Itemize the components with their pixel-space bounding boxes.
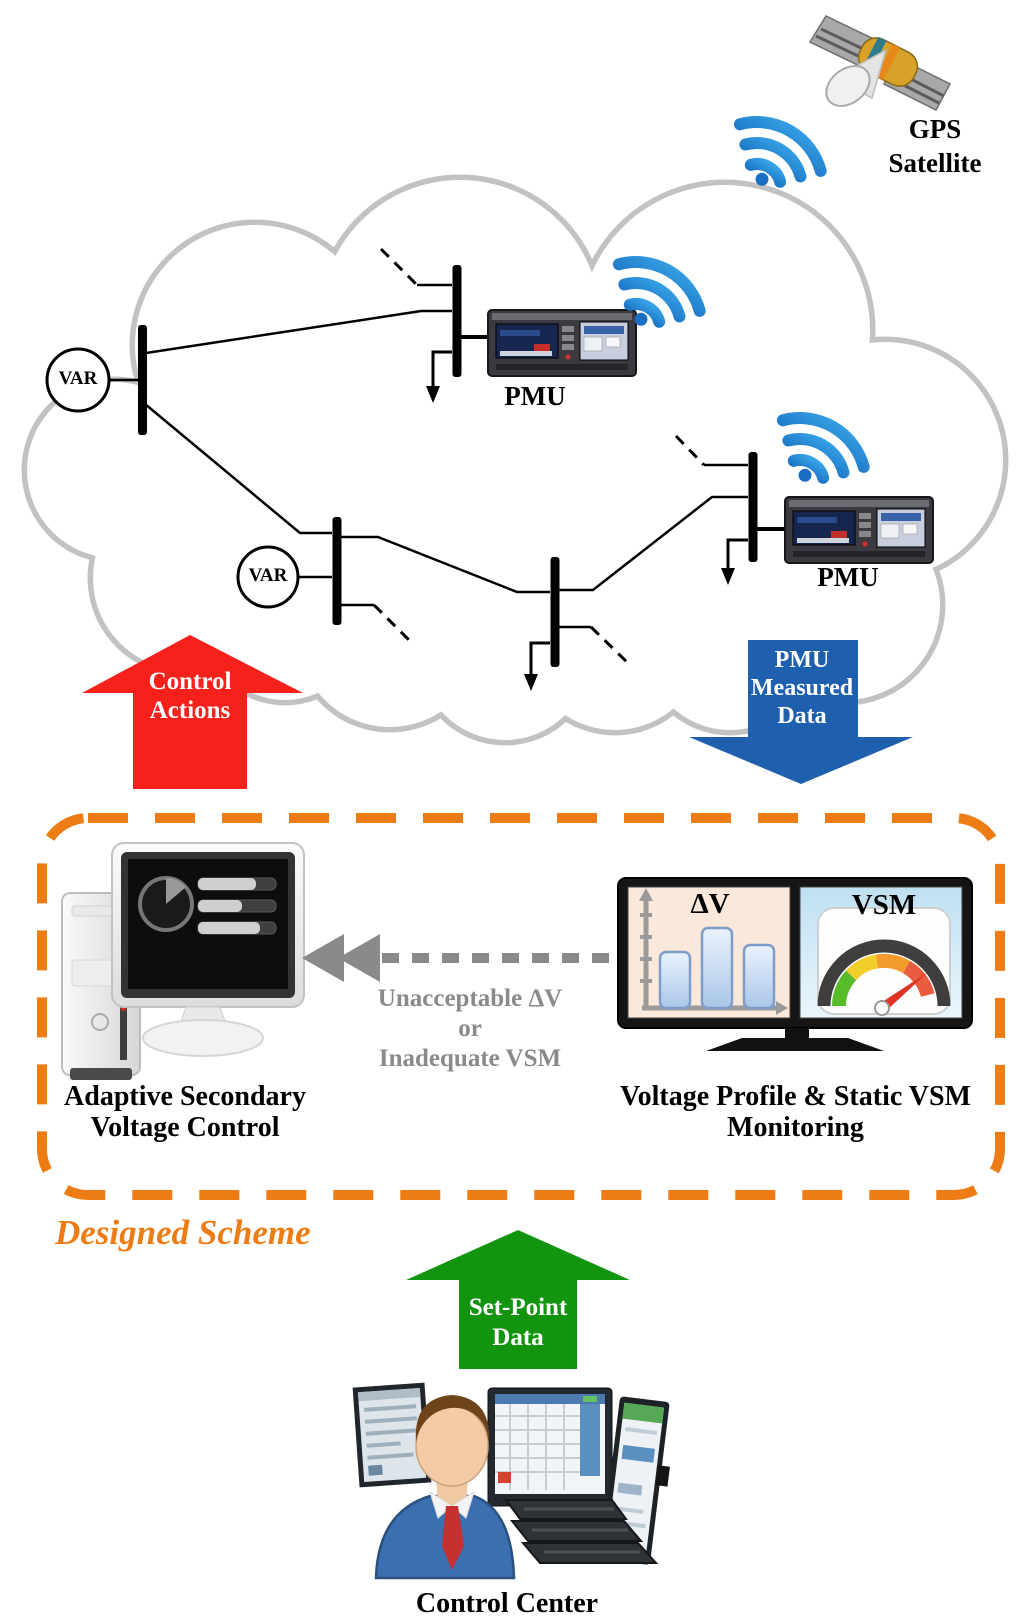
pmu-2-label: PMU	[817, 562, 879, 592]
control-center-icon	[352, 1382, 670, 1580]
designed-scheme-title: Designed Scheme	[55, 1213, 311, 1252]
pmu-measured-data-label: PMU Measured Data	[737, 646, 867, 730]
bus-bar-5	[748, 452, 758, 562]
delta-v-screen-label: ΔV	[690, 888, 730, 920]
left-monitor	[352, 1382, 432, 1488]
gps-satellite-label: GPS Satellite	[855, 112, 1015, 180]
load-arrow-bus2	[431, 350, 452, 388]
dashed-line-bus2	[379, 247, 419, 287]
designed-scheme-box	[37, 813, 1005, 1200]
control-center-label: Control Center	[415, 1588, 599, 1618]
pmu-device-icon-2	[784, 496, 934, 564]
load-arrow-bus5	[726, 538, 748, 570]
gps-label-line1: GPS	[908, 114, 962, 144]
unacceptable-feedback-arrow	[302, 934, 612, 982]
vsm-gauge-icon	[817, 907, 951, 1016]
transmission-network	[109, 247, 785, 676]
gps-label-line2: Satellite	[888, 148, 982, 178]
set-point-data-arrow	[406, 1230, 630, 1369]
keyboards	[504, 1499, 659, 1564]
gps-satellite-icon	[808, 15, 952, 111]
control-actions-label: Control Actions	[125, 667, 255, 725]
line-bus1-bus3	[144, 403, 332, 535]
pmu-device-icon-1	[487, 309, 637, 377]
asvc-line2: Voltage Control	[90, 1112, 280, 1143]
asvc-line1: Adaptive Secondary	[64, 1081, 306, 1112]
load-arrowheads	[426, 386, 735, 691]
power-system-cloud	[21, 174, 1009, 746]
vsm-screen-label: VSM	[851, 889, 917, 921]
monitoring-line2: Monitoring	[727, 1112, 864, 1143]
bus-bar-2	[452, 265, 462, 377]
line-bus4-bus5	[559, 495, 748, 592]
dashed-line-bus4	[589, 625, 632, 667]
pmu-measured-line2: Measured	[750, 675, 854, 701]
set-point-line2: Data	[492, 1324, 544, 1351]
bus-bar-3	[332, 517, 342, 625]
control-actions-arrow	[82, 635, 303, 789]
asvc-label: Adaptive Secondary Voltage Control	[30, 1081, 340, 1143]
control-actions-line2: Actions	[149, 697, 231, 724]
center-monitor	[487, 1387, 613, 1507]
condition-line3: Inadequate VSM	[378, 1045, 562, 1072]
wifi-icon-pmu1	[612, 256, 706, 328]
dashed-line-bus5	[674, 434, 706, 467]
monitoring-label: Voltage Profile & Static VSM Monitoring	[593, 1081, 998, 1143]
bus-bar-4	[550, 557, 560, 667]
pmu-measured-line1: PMU	[774, 647, 830, 673]
load-arrow-bus4	[529, 641, 550, 676]
var-source-2-label: VAR	[248, 565, 288, 586]
monitoring-line1: Voltage Profile & Static VSM	[620, 1081, 971, 1112]
set-point-line1: Set-Point	[468, 1294, 568, 1321]
set-point-data-label: Set-Point Data	[450, 1293, 586, 1353]
wifi-icon-pmu2	[776, 412, 870, 484]
dv-bar-chart-icon	[639, 888, 788, 1015]
line-bus3-bus4	[341, 535, 550, 594]
control-actions-line1: Control	[148, 668, 232, 695]
pmu-1-label: PMU	[504, 381, 566, 411]
monitoring-dual-screen	[617, 877, 973, 1051]
bus-bars	[138, 265, 758, 667]
bus-bar-1	[138, 325, 147, 435]
dashed-line-bus3	[372, 603, 415, 646]
pmu-measured-line3: Data	[777, 703, 827, 729]
wifi-icon-gps	[733, 116, 827, 188]
var-source-1-circle	[45, 347, 111, 413]
operator-person	[374, 1395, 516, 1580]
condition-line1: Unacceptable ΔV	[377, 985, 563, 1012]
var-source-2-circle	[236, 545, 300, 609]
pmu-measured-data-arrow	[689, 640, 913, 784]
var-source-1-label: VAR	[58, 368, 98, 389]
line-bus1-bus2	[145, 309, 452, 355]
condition-line2: or	[458, 1015, 482, 1042]
asvc-computer-icon	[61, 842, 305, 1080]
feedback-condition-label: Unacceptable ΔV or Inadequate VSM	[320, 984, 620, 1074]
